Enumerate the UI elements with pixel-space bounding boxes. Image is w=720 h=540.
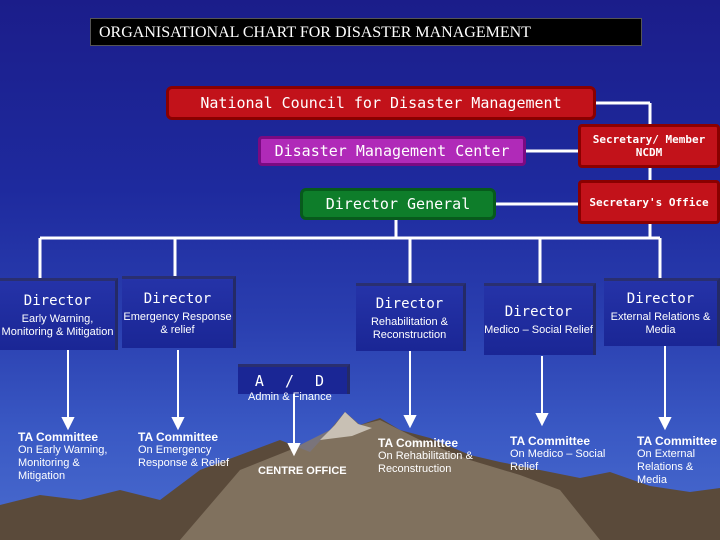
dmc-box: Disaster Management Center	[258, 136, 526, 166]
page-title: ORGANISATIONAL CHART FOR DISASTER MANAGE…	[90, 18, 642, 46]
committee-subtitle: On Medico – Social Relief	[510, 448, 606, 473]
director-general-box: Director General	[300, 188, 496, 220]
director-subtitle: Medico – Social Relief	[484, 324, 593, 336]
committee-head: TA Committee	[378, 436, 459, 450]
director-label: Director	[375, 295, 444, 312]
ncdm-box: National Council for Disaster Management	[166, 86, 596, 120]
committee-head: TA Committee	[138, 430, 219, 444]
mountain-snow	[320, 412, 372, 440]
director-label: Director	[143, 290, 212, 307]
committee-early-warning: TA Committee On Early Warning, Monitorin…	[18, 430, 128, 483]
admin-finance-box: A / D	[238, 364, 350, 394]
committee-head: TA Committee	[637, 434, 718, 448]
secretary-office-box: Secretary's Office	[578, 180, 720, 224]
director-subtitle: External Relations & Media	[610, 310, 711, 336]
committee-subtitle: On External Relations & Media	[637, 448, 696, 486]
committee-medico-social: TA Committee On Medico – Social Relief	[510, 434, 626, 474]
director-label: Director	[626, 290, 695, 307]
committee-external-relations: TA Committee On External Relations & Med…	[637, 434, 720, 487]
committee-subtitle: On Rehabilitation & Reconstruction	[378, 450, 473, 475]
committee-subtitle: On Early Warning, Monitoring & Mitigatio…	[18, 444, 108, 482]
director-subtitle: Early Warning, Monitoring & Mitigation	[1, 312, 114, 338]
director-label: Director	[23, 292, 92, 309]
committee-head: TA Committee	[18, 430, 99, 444]
director-early-warning: Director Early Warning, Monitoring & Mit…	[0, 278, 118, 350]
secretary-box: Secretary/ Member NCDM	[578, 124, 720, 168]
director-external-relations: Director External Relations & Media	[604, 278, 720, 346]
director-subtitle: Emergency Response & relief	[123, 310, 232, 336]
director-medico-social: Director Medico – Social Relief	[484, 283, 596, 355]
committee-subtitle: On Emergency Response & Relief	[138, 444, 230, 469]
director-subtitle: Rehabilitation & Reconstruction	[370, 315, 449, 341]
director-emergency-response: Director Emergency Response & relief	[122, 276, 236, 348]
committee-head: TA Committee	[510, 434, 591, 448]
centre-office-label: CENTRE OFFICE	[258, 465, 347, 477]
director-rehabilitation: Director Rehabilitation & Reconstruction	[356, 283, 466, 351]
mountain-highlight	[180, 412, 600, 540]
committee-rehabilitation: TA Committee On Rehabilitation & Reconst…	[378, 436, 496, 476]
director-label: Director	[504, 304, 573, 320]
admin-finance-label: Admin & Finance	[248, 391, 332, 403]
committee-emergency-response: TA Committee On Emergency Response & Rel…	[138, 430, 238, 470]
